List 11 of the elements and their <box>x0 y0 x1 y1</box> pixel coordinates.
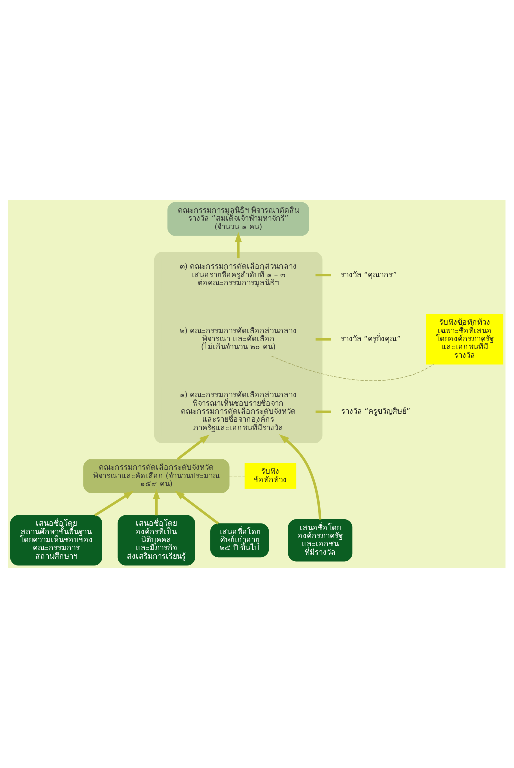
connector <box>229 476 246 477</box>
arrow <box>279 434 322 520</box>
arrow <box>176 434 210 460</box>
connector <box>316 274 332 277</box>
arrow <box>235 232 242 259</box>
connector <box>271 356 434 382</box>
arrow <box>153 489 160 516</box>
connector <box>316 338 332 341</box>
arrow <box>94 491 134 517</box>
connector <box>316 410 332 414</box>
arrow <box>174 490 220 525</box>
